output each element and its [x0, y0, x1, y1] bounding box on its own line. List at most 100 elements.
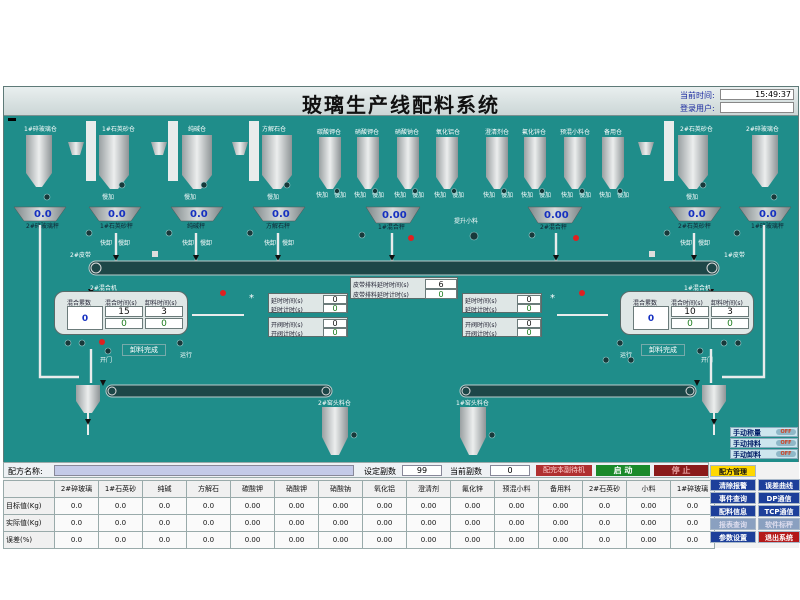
valve-star-left: *: [249, 293, 254, 304]
delay-panel-right-a: 延时时间(s) 延时计时(s) 0 0: [462, 293, 542, 314]
small-feed-dot: [469, 231, 479, 241]
svg-text:慢卸: 慢卸: [698, 239, 710, 247]
table-cell[interactable]: 0.00: [626, 497, 671, 515]
upload-small-label: 提升小料: [454, 217, 478, 225]
manual-weigh-label: 手动称量: [733, 429, 761, 437]
table-cell[interactable]: 0.0: [582, 497, 627, 515]
manual-weigh-switch[interactable]: 手动称量 OFF: [730, 427, 798, 437]
delay-left-v3[interactable]: 0: [323, 319, 347, 328]
unload-done-right: 卸料完成: [641, 344, 685, 356]
recipe-name-input[interactable]: [54, 465, 354, 476]
set-batch-input[interactable]: 99: [402, 465, 442, 476]
table-cell[interactable]: 0.00: [494, 497, 539, 515]
stop-button[interactable]: 停 止: [654, 465, 708, 476]
svg-text:快加: 快加: [521, 191, 533, 199]
silo-b1: 1#碎玻璃仓: [24, 125, 57, 187]
table-cell[interactable]: 0.0: [98, 497, 143, 515]
title-bar: 玻璃生产线配料系统 当前时间: 15:49:37 登录用户:: [4, 87, 798, 117]
delay-left-l3: 开阀时间(s): [271, 322, 303, 329]
table-cell[interactable]: 0.0: [670, 497, 715, 515]
recipe-management-button[interactable]: 配方管理: [710, 465, 756, 477]
table-cell[interactable]: 0.0: [54, 497, 99, 515]
svg-text:慢卸: 慢卸: [118, 239, 130, 247]
error-curve-button[interactable]: 误差曲线: [758, 479, 800, 491]
silo-b2: 1#石英砂仓: [86, 121, 135, 189]
table-cell: 0.0: [582, 514, 627, 532]
kiln-silo-1: 1#窑头料仓: [456, 399, 489, 455]
column-header: 氧化铝: [362, 480, 407, 498]
recipe-name-label: 配方名称:: [8, 467, 43, 476]
kiln-silo-2: 2#窑头料仓: [318, 399, 351, 455]
current-batch-value: 0: [490, 465, 530, 476]
table-cell[interactable]: 0.00: [450, 497, 495, 515]
table-cell: 0.0: [582, 531, 627, 549]
table-cell: 0.0: [142, 514, 187, 532]
mixer1-label: 1#混合机: [684, 284, 711, 292]
mixer2-mix-time[interactable]: 15: [105, 306, 143, 317]
belt-delay-label: 皮带排料延时时间(s): [353, 282, 409, 289]
mixer2-unload-time[interactable]: 3: [145, 306, 183, 317]
table-cell[interactable]: 0.0: [186, 497, 231, 515]
start-button[interactable]: 启 动: [596, 465, 650, 476]
wait-after-batch-button[interactable]: 配完本副待机: [536, 465, 592, 476]
parameter-settings-button[interactable]: 参数设置: [710, 531, 756, 543]
belt-delay-value[interactable]: 6: [425, 279, 457, 289]
feed-labels: 慢加 慢加 慢加 快加慢加 快加慢加 快加慢加 快加慢加 快加慢加 快加慢加 快…: [102, 191, 698, 201]
process-diagram: 1#碎玻璃仓 1#石英砂仓 纯碱仓 方解石仓: [13, 121, 792, 455]
row-label: 实际值(Kg): [3, 514, 55, 532]
delay-right-v1[interactable]: 0: [517, 295, 541, 304]
delay-left-l1: 延时时间(s): [271, 298, 303, 305]
dp-comm-button[interactable]: DP通信: [758, 492, 800, 504]
recipe-bar: 配方名称: 设定副数 99 当前副数 0 配完本副待机 启 动 停 止: [3, 462, 709, 478]
table-cell[interactable]: 0.00: [274, 497, 319, 515]
manual-discharge-switch[interactable]: 手动排料 OFF: [730, 438, 798, 448]
mixer1-mix-time[interactable]: 10: [671, 306, 709, 317]
table-cell: 0.0: [186, 514, 231, 532]
svg-text:慢加: 慢加: [539, 191, 551, 199]
svg-text:慢加: 慢加: [579, 191, 591, 199]
mixer1-unload-time[interactable]: 3: [711, 306, 749, 317]
unload-labels: 快卸慢卸 快卸慢卸 快卸慢卸 快卸慢卸: [100, 239, 710, 247]
bottom-arrows: [85, 380, 717, 425]
table-cell[interactable]: 0.00: [406, 497, 451, 515]
table-cell: 0.0: [670, 531, 715, 549]
scale-s1: 0.0 2#碎玻璃秤: [13, 206, 67, 230]
event-query-button[interactable]: 事件查询: [710, 492, 756, 504]
silo-b4: 方解石仓: [249, 121, 292, 189]
svg-text:快卸: 快卸: [182, 239, 194, 247]
svg-text:1#石英砂秤: 1#石英砂秤: [100, 222, 133, 230]
svg-text:快加: 快加: [561, 191, 573, 199]
table-cell[interactable]: 0.00: [318, 497, 363, 515]
software-calibration-button[interactable]: 软件标秤: [758, 518, 800, 530]
column-header: 氟化锌: [450, 480, 495, 498]
delay-left-v2: 0: [323, 304, 347, 313]
svg-text:1#混合秤: 1#混合秤: [378, 223, 405, 231]
mixer2-h1: 混合累数: [67, 300, 92, 307]
table-cell[interactable]: 0.00: [230, 497, 275, 515]
time-value: 15:49:37: [720, 89, 794, 100]
recipe-info-button[interactable]: 配料信息: [710, 505, 756, 517]
column-header: 预混小料: [494, 480, 539, 498]
manual-unload-switch[interactable]: 手动卸料 OFF: [730, 449, 798, 459]
table-cell[interactable]: 0.0: [142, 497, 187, 515]
clear-alarm-button[interactable]: 清除报警: [710, 479, 756, 491]
svg-text:0.0: 0.0: [688, 209, 706, 220]
report-query-button[interactable]: 报表查询: [710, 518, 756, 530]
manual-discharge-label: 手动排料: [733, 440, 761, 448]
mixer-1-panel: 混合累数 混合时间(s) 卸料时间(s) 0 10 3 0 0: [620, 291, 754, 335]
tcp-comm-button[interactable]: TCP通信: [758, 505, 800, 517]
table-cell: 0.00: [230, 514, 275, 532]
svg-text:1#石英砂仓: 1#石英砂仓: [102, 125, 135, 133]
page-title: 玻璃生产线配料系统: [302, 93, 500, 117]
table-cell[interactable]: 0.00: [362, 497, 407, 515]
kiln2-dot: [350, 431, 358, 439]
table-cell[interactable]: 0.00: [538, 497, 583, 515]
svg-text:慢加: 慢加: [102, 193, 114, 201]
belt-timing-panel: 皮带排料延时时间(s) 皮带排料延时计时(s) 6 0: [350, 277, 458, 299]
svg-text:0.00: 0.00: [382, 210, 407, 221]
delay-left-v1[interactable]: 0: [323, 295, 347, 304]
exit-system-button[interactable]: 退出系统: [758, 531, 800, 543]
delay-right-v3[interactable]: 0: [517, 319, 541, 328]
